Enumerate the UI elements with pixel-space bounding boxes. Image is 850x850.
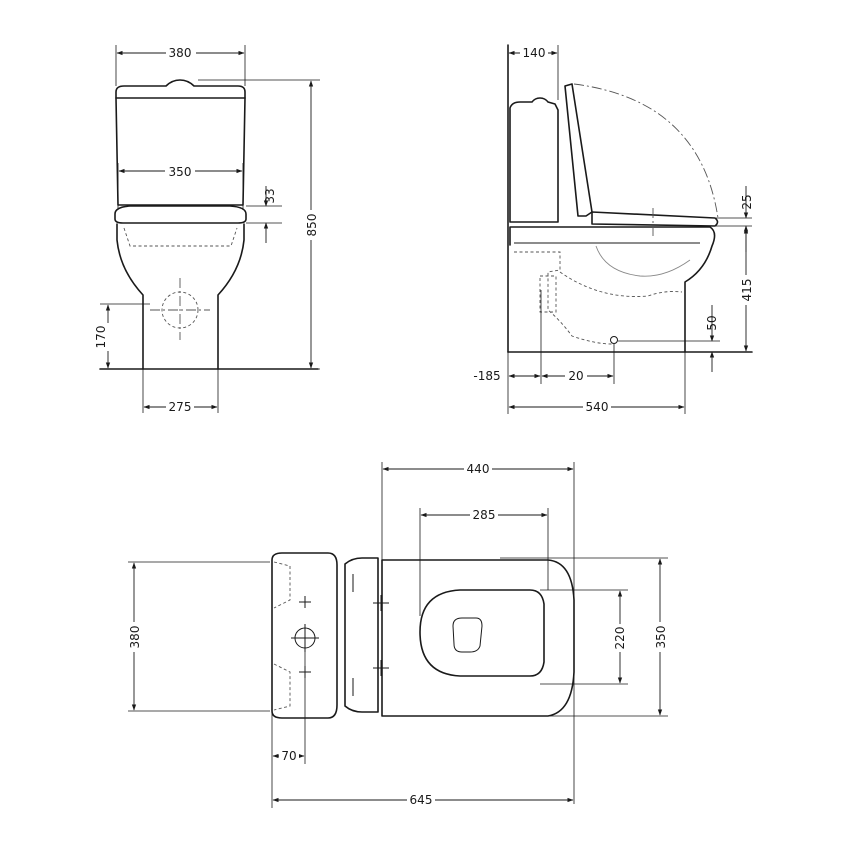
dim-top-bowl-width: 350 <box>654 626 668 649</box>
top-cistern-fixings <box>291 596 319 678</box>
dim-top-total-length: 645 <box>410 793 433 807</box>
front-cistern <box>115 79 246 99</box>
dim-front-outlet-height: 170 <box>94 326 108 349</box>
top-cistern <box>271 552 338 719</box>
dim-front-base-width: 275 <box>169 400 192 414</box>
top-seat-opening <box>419 589 545 677</box>
dim-top-bowl-length: 440 <box>467 462 490 476</box>
front-cistern-body <box>115 97 246 206</box>
dim-front-width: 380 <box>169 46 192 60</box>
side-raised-lid <box>564 83 593 217</box>
front-bowl <box>116 223 245 370</box>
front-seat <box>114 205 247 224</box>
dim-front-seat-width: 350 <box>169 165 192 179</box>
dim-side-total-depth: 540 <box>586 400 609 414</box>
top-view: 440 285 380 220 350 70 645 <box>126 462 668 808</box>
side-bowl <box>509 226 716 353</box>
side-bowl-inner <box>595 245 691 277</box>
dim-side-outlet-height: 50 <box>705 315 719 330</box>
side-outlet-point <box>610 336 618 344</box>
dim-top-fixing-spacing: 220 <box>613 627 627 650</box>
dim-top-tank-offset: 70 <box>281 749 296 763</box>
dim-top-tank-width: 380 <box>128 626 142 649</box>
side-lid-swing-arc <box>573 83 719 219</box>
top-bowl <box>381 559 575 717</box>
dim-top-seat-width: 285 <box>473 508 496 522</box>
top-seat-fixings <box>373 595 389 676</box>
side-trap-channel <box>539 275 557 313</box>
side-trap <box>514 251 683 345</box>
dim-front-seat-thickness: 33 <box>263 188 277 203</box>
dim-side-wall-offset: -185 <box>473 369 500 383</box>
dim-side-tank-depth: 140 <box>523 46 546 60</box>
dim-front-total-height: 850 <box>305 214 319 237</box>
top-drain <box>452 617 483 653</box>
top-cistern-inner <box>273 561 291 711</box>
front-bowl-inner <box>123 227 238 247</box>
dim-side-seat-gap: 25 <box>740 194 754 209</box>
side-seat <box>591 211 719 227</box>
dim-side-outlet-offset: 20 <box>568 369 583 383</box>
dim-side-seat-height: 415 <box>740 279 754 302</box>
top-hinge-block <box>344 557 379 713</box>
front-view: 380 350 33 850 170 275 <box>94 45 320 414</box>
side-cistern <box>509 97 559 223</box>
side-view: 140 25 415 50 -185 20 540 <box>470 44 755 414</box>
